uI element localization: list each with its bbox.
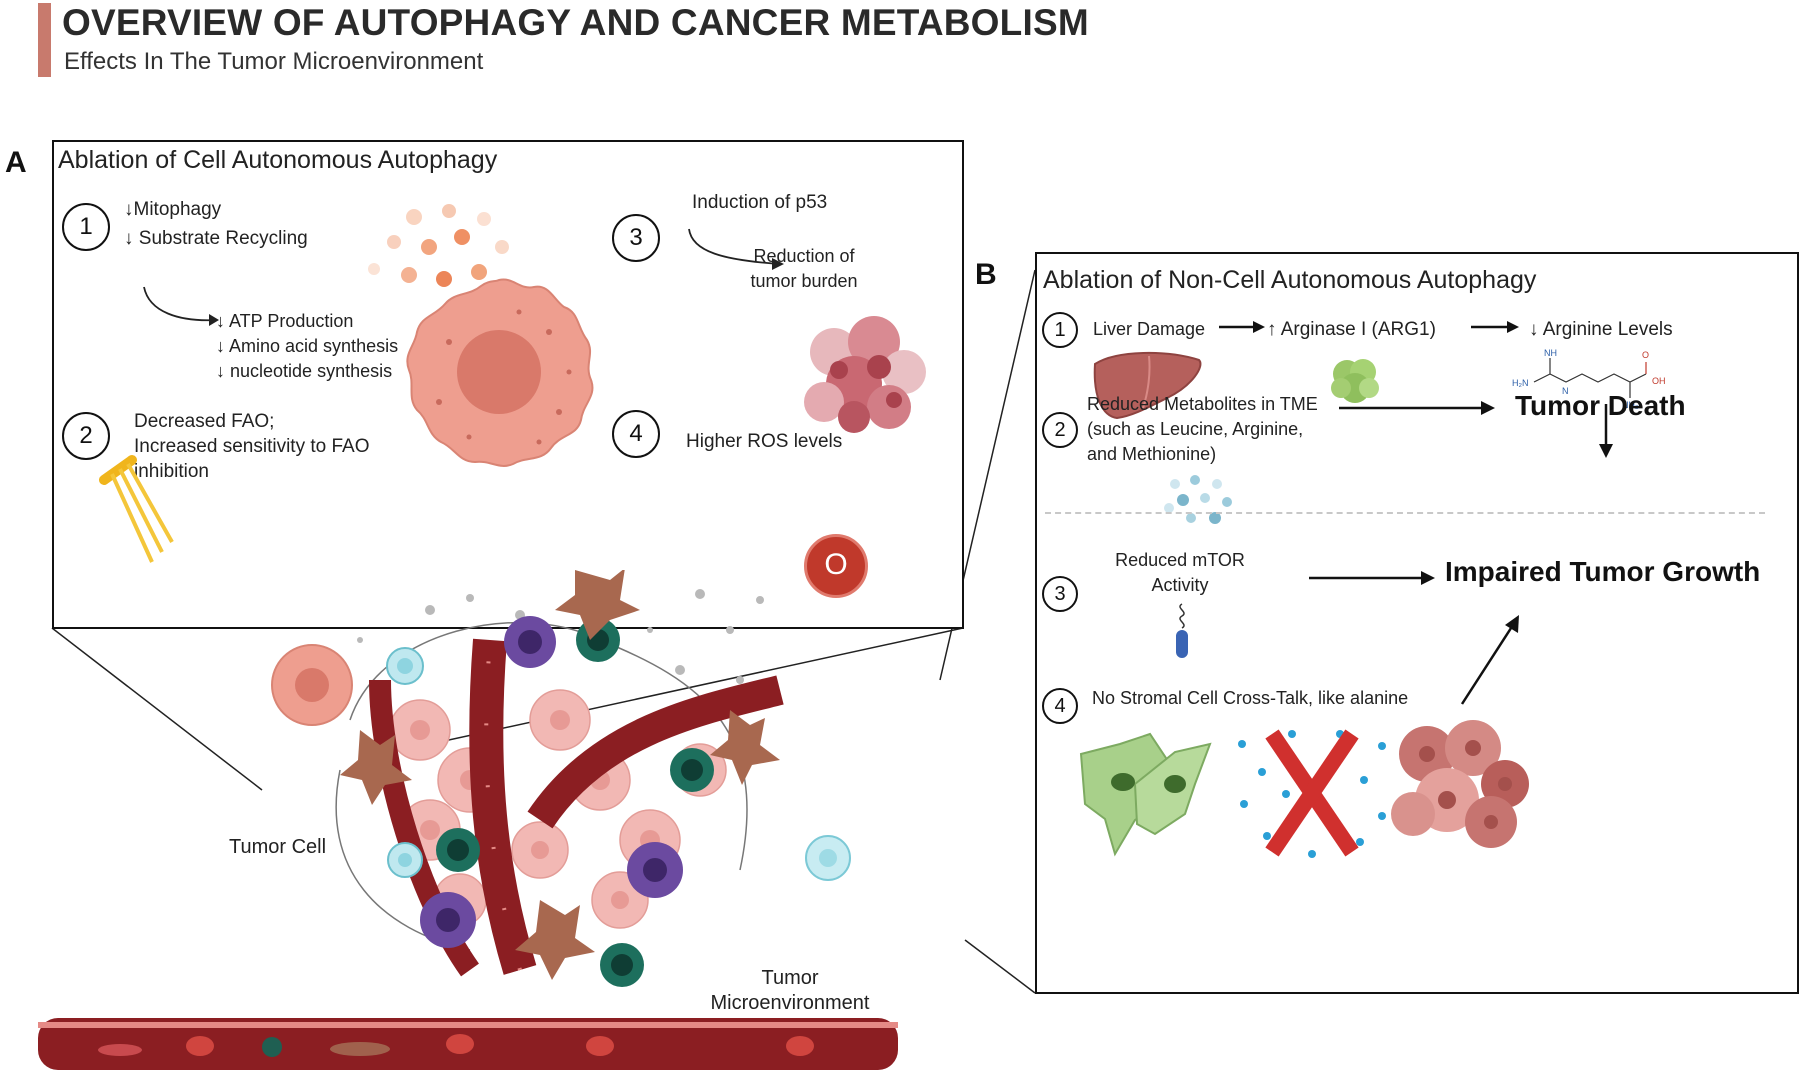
tme-label-line-2: Microenvironment <box>710 992 870 1014</box>
fatty-acid-icon <box>99 455 174 563</box>
b2-line-1: Reduced Metabolites in TME <box>1087 394 1318 414</box>
ros-icon: O <box>804 534 868 598</box>
tumor-burden-icon <box>804 316 926 433</box>
a1-line-2: ↓ Substrate Recycling <box>124 228 308 249</box>
step-number-a4: 4 <box>612 410 660 458</box>
mol-label-oh: OH <box>1652 376 1666 386</box>
panel-a-box: Ablation of Cell Autonomous Autophagy 1 … <box>52 140 964 629</box>
step-number-b2: 2 <box>1042 412 1078 448</box>
a3-effect-line-1: Reduction of <box>753 246 855 266</box>
tumor-cell-label: Tumor Cell <box>229 836 327 858</box>
arrow-right-icon <box>1309 571 1435 585</box>
liver-icon <box>1093 351 1202 420</box>
a3-effect-line-2: tumor burden <box>750 271 858 291</box>
step-number-b4: 4 <box>1042 688 1078 724</box>
metabolite-particles-icon <box>1164 475 1232 524</box>
a1-effect-1: ↓ ATP Production <box>216 311 354 331</box>
outcome-tumor-death: Tumor Death <box>1515 390 1686 421</box>
b2-line-3: and Methionine) <box>1087 444 1217 464</box>
curved-arrow-icon <box>143 286 219 326</box>
mol-label-n: N <box>1562 386 1569 396</box>
arginine-molecule-icon: NH H₂N N O OH NH₂ <box>1512 348 1666 409</box>
step-number-a2: 2 <box>62 412 110 460</box>
step-number-a1: 1 <box>62 203 110 251</box>
panel-b-letter: B <box>975 258 997 291</box>
mtor-protein-icon <box>1176 603 1188 658</box>
panel-b-title: Ablation of Non-Cell Autonomous Autophag… <box>1043 266 1537 294</box>
a1-line-1: ↓Mitophagy <box>124 199 222 220</box>
stromal-cells-icon <box>1079 732 1212 857</box>
step-number-b1: 1 <box>1042 312 1078 348</box>
b1-liver-damage: Liver Damage <box>1093 319 1206 339</box>
tme-label-line-1: Tumor <box>761 967 819 989</box>
panel-a-letter: A <box>5 146 27 179</box>
section-divider <box>1045 512 1765 514</box>
title-accent-bar <box>38 3 51 77</box>
tumor-cell-icon <box>406 278 594 467</box>
arrow-right-icon <box>1471 321 1519 333</box>
a1-effect-3: ↓ nucleotide synthesis <box>216 361 393 381</box>
arrow-diagonal-icon <box>1460 615 1519 705</box>
mol-label-h2n: H₂N <box>1512 378 1529 388</box>
b1-arginine-levels: ↓ Arginine Levels <box>1529 319 1673 340</box>
page-title: OVERVIEW OF AUTOPHAGY AND CANCER METABOL… <box>62 2 1089 43</box>
no-crosstalk-icon <box>1238 729 1386 858</box>
arrow-right-icon <box>1339 401 1495 415</box>
a3-text: Induction of p53 <box>692 192 828 213</box>
mol-label-nh: NH <box>1544 348 1557 358</box>
a1-effect-2: ↓ Amino acid synthesis <box>216 336 399 356</box>
b4-text: No Stromal Cell Cross-Talk, like alanine <box>1092 688 1409 708</box>
mol-label-nh2: NH₂ <box>1622 400 1639 409</box>
b1-arginase: ↑ Arginase I (ARG1) <box>1267 319 1436 340</box>
a4-text: Higher ROS levels <box>686 431 843 452</box>
b3-line-1: Reduced mTOR <box>1115 550 1245 570</box>
panel-b-box: Ablation of Non-Cell Autonomous Autophag… <box>1035 252 1799 994</box>
curved-arrow-icon <box>688 228 784 270</box>
a2-line-1: Decreased FAO; <box>134 411 275 432</box>
a2-line-2: Increased sensitivity to FAO <box>134 436 370 457</box>
arrow-right-icon <box>1219 321 1265 333</box>
arrow-down-icon <box>1599 404 1613 458</box>
page-subtitle: Effects In The Tumor Microenvironment <box>64 48 484 75</box>
tumor-cluster-icon <box>1391 720 1529 848</box>
a2-line-3: inhibition <box>134 461 209 482</box>
b3-line-2: Activity <box>1151 575 1209 595</box>
step-number-a3: 3 <box>612 214 660 262</box>
panel-a-title: Ablation of Cell Autonomous Autophagy <box>58 146 498 174</box>
arginase-enzyme-icon <box>1331 359 1379 403</box>
substrate-particles-icon <box>368 204 510 291</box>
mol-label-o: O <box>1642 350 1649 360</box>
b2-line-2: (such as Leucine, Arginine, <box>1087 419 1304 439</box>
step-number-b3: 3 <box>1042 576 1078 612</box>
outcome-impaired-tumor-growth: Impaired Tumor Growth <box>1445 556 1761 587</box>
tumor-microenvironment-illustration <box>38 570 898 1070</box>
